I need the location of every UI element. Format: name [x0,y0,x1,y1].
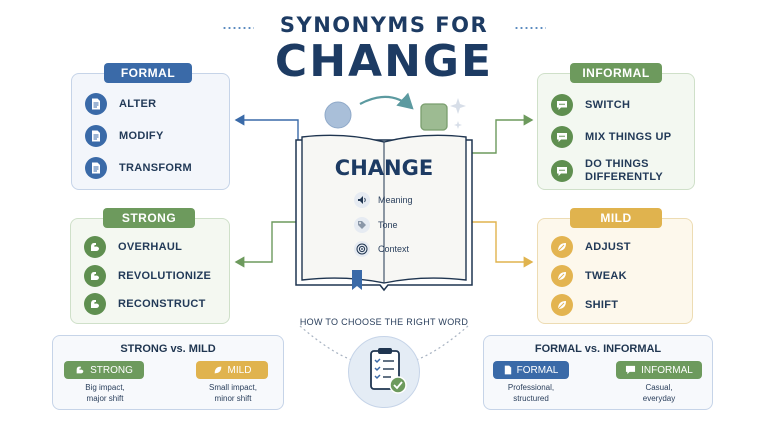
compare-register-title: FORMAL vs. INFORMAL [534,343,662,355]
deco-circle [324,101,352,129]
book-item-label: Meaning [378,195,413,205]
compare-register-right-pill: INFORMAL [616,361,702,379]
chat-icon [551,94,573,116]
flexed-arm-icon [84,293,106,315]
mild-item-label: SHIFT [585,298,619,311]
strong-item: OVERHAUL [84,236,182,258]
book-item-tone: Tone [354,217,398,233]
chat-icon [625,365,636,375]
chat-icon [551,160,573,182]
title-small: SYNONYMS FOR [279,13,489,37]
informal-item: SWITCH [551,94,630,116]
mild-item: ADJUST [551,236,631,258]
tag-icon [354,217,370,233]
flexed-arm-icon [75,365,85,375]
book-item-context: Context [354,241,409,257]
leaf-icon [213,365,223,375]
chat-icon [551,126,573,148]
formal-item-label: ALTER [119,97,157,110]
speaker-icon [354,192,370,208]
target-icon [354,241,370,257]
mild-item-label: ADJUST [585,240,631,253]
compare-strength-left-pill: STRONG [64,361,144,379]
flexed-arm-icon [84,265,106,287]
leaf-icon [551,265,573,287]
compare-register-right-desc: Casual, everyday [642,383,676,403]
strong-item: RECONSTRUCT [84,293,206,315]
document-icon [85,93,107,115]
compare-register-left-label: FORMAL [516,364,559,376]
informal-item: DO THINGS DIFFERENTLY [551,158,671,184]
compare-register-left-desc: Professional, structured [507,383,555,403]
informal-item-label: MIX THINGS UP [585,130,672,143]
formal-item: ALTER [85,93,156,115]
compare-strength-left-desc: Big impact, major shift [85,383,125,403]
formal-item: TRANSFORM [85,157,192,179]
mild-item: TWEAK [551,265,627,287]
book-item-meaning: Meaning [354,192,413,208]
document-icon [504,365,512,375]
mild-pill: MILD [570,208,662,228]
flexed-arm-icon [84,236,106,258]
document-icon [85,157,107,179]
compare-strength-left-label: STRONG [90,364,133,376]
book-title: CHANGE [334,156,434,180]
formal-pill: FORMAL [104,63,192,83]
title-dots-right [514,27,546,29]
clipboard-icon [348,336,420,408]
compare-strength-right-pill: MILD [196,361,268,379]
book-item-label: Tone [378,220,398,230]
mild-item: SHIFT [551,294,618,316]
strong-item-label: RECONSTRUCT [118,297,206,310]
howto-label: HOW TO CHOOSE THE RIGHT WORD [299,317,469,327]
formal-item-label: TRANSFORM [119,161,192,174]
compare-register-left-pill: FORMAL [493,361,569,379]
strong-item-label: OVERHAUL [118,240,183,253]
strong-pill: STRONG [103,208,195,228]
title-dots-left [222,27,254,29]
informal-item: MIX THINGS UP [551,126,671,148]
compare-strength-right-desc: Small impact, minor shift [208,383,257,403]
informal-item-label: DO THINGS DIFFERENTLY [585,158,664,183]
document-icon [85,125,107,147]
informal-item-label: SWITCH [585,98,631,111]
formal-item-label: MODIFY [119,129,164,142]
mild-item-label: TWEAK [585,269,627,282]
title-big: CHANGE [274,36,494,87]
compare-register-right-label: INFORMAL [641,364,693,376]
deco-square [420,103,448,131]
formal-item: MODIFY [85,125,164,147]
leaf-icon [551,294,573,316]
strong-item: REVOLUTIONIZE [84,265,211,287]
compare-strength-right-label: MILD [227,364,252,376]
open-book [295,134,473,292]
strong-item-label: REVOLUTIONIZE [118,269,212,282]
compare-strength-title: STRONG vs. MILD [120,343,216,355]
informal-pill: INFORMAL [570,63,662,83]
book-item-label: Context [378,244,410,254]
leaf-icon [551,236,573,258]
